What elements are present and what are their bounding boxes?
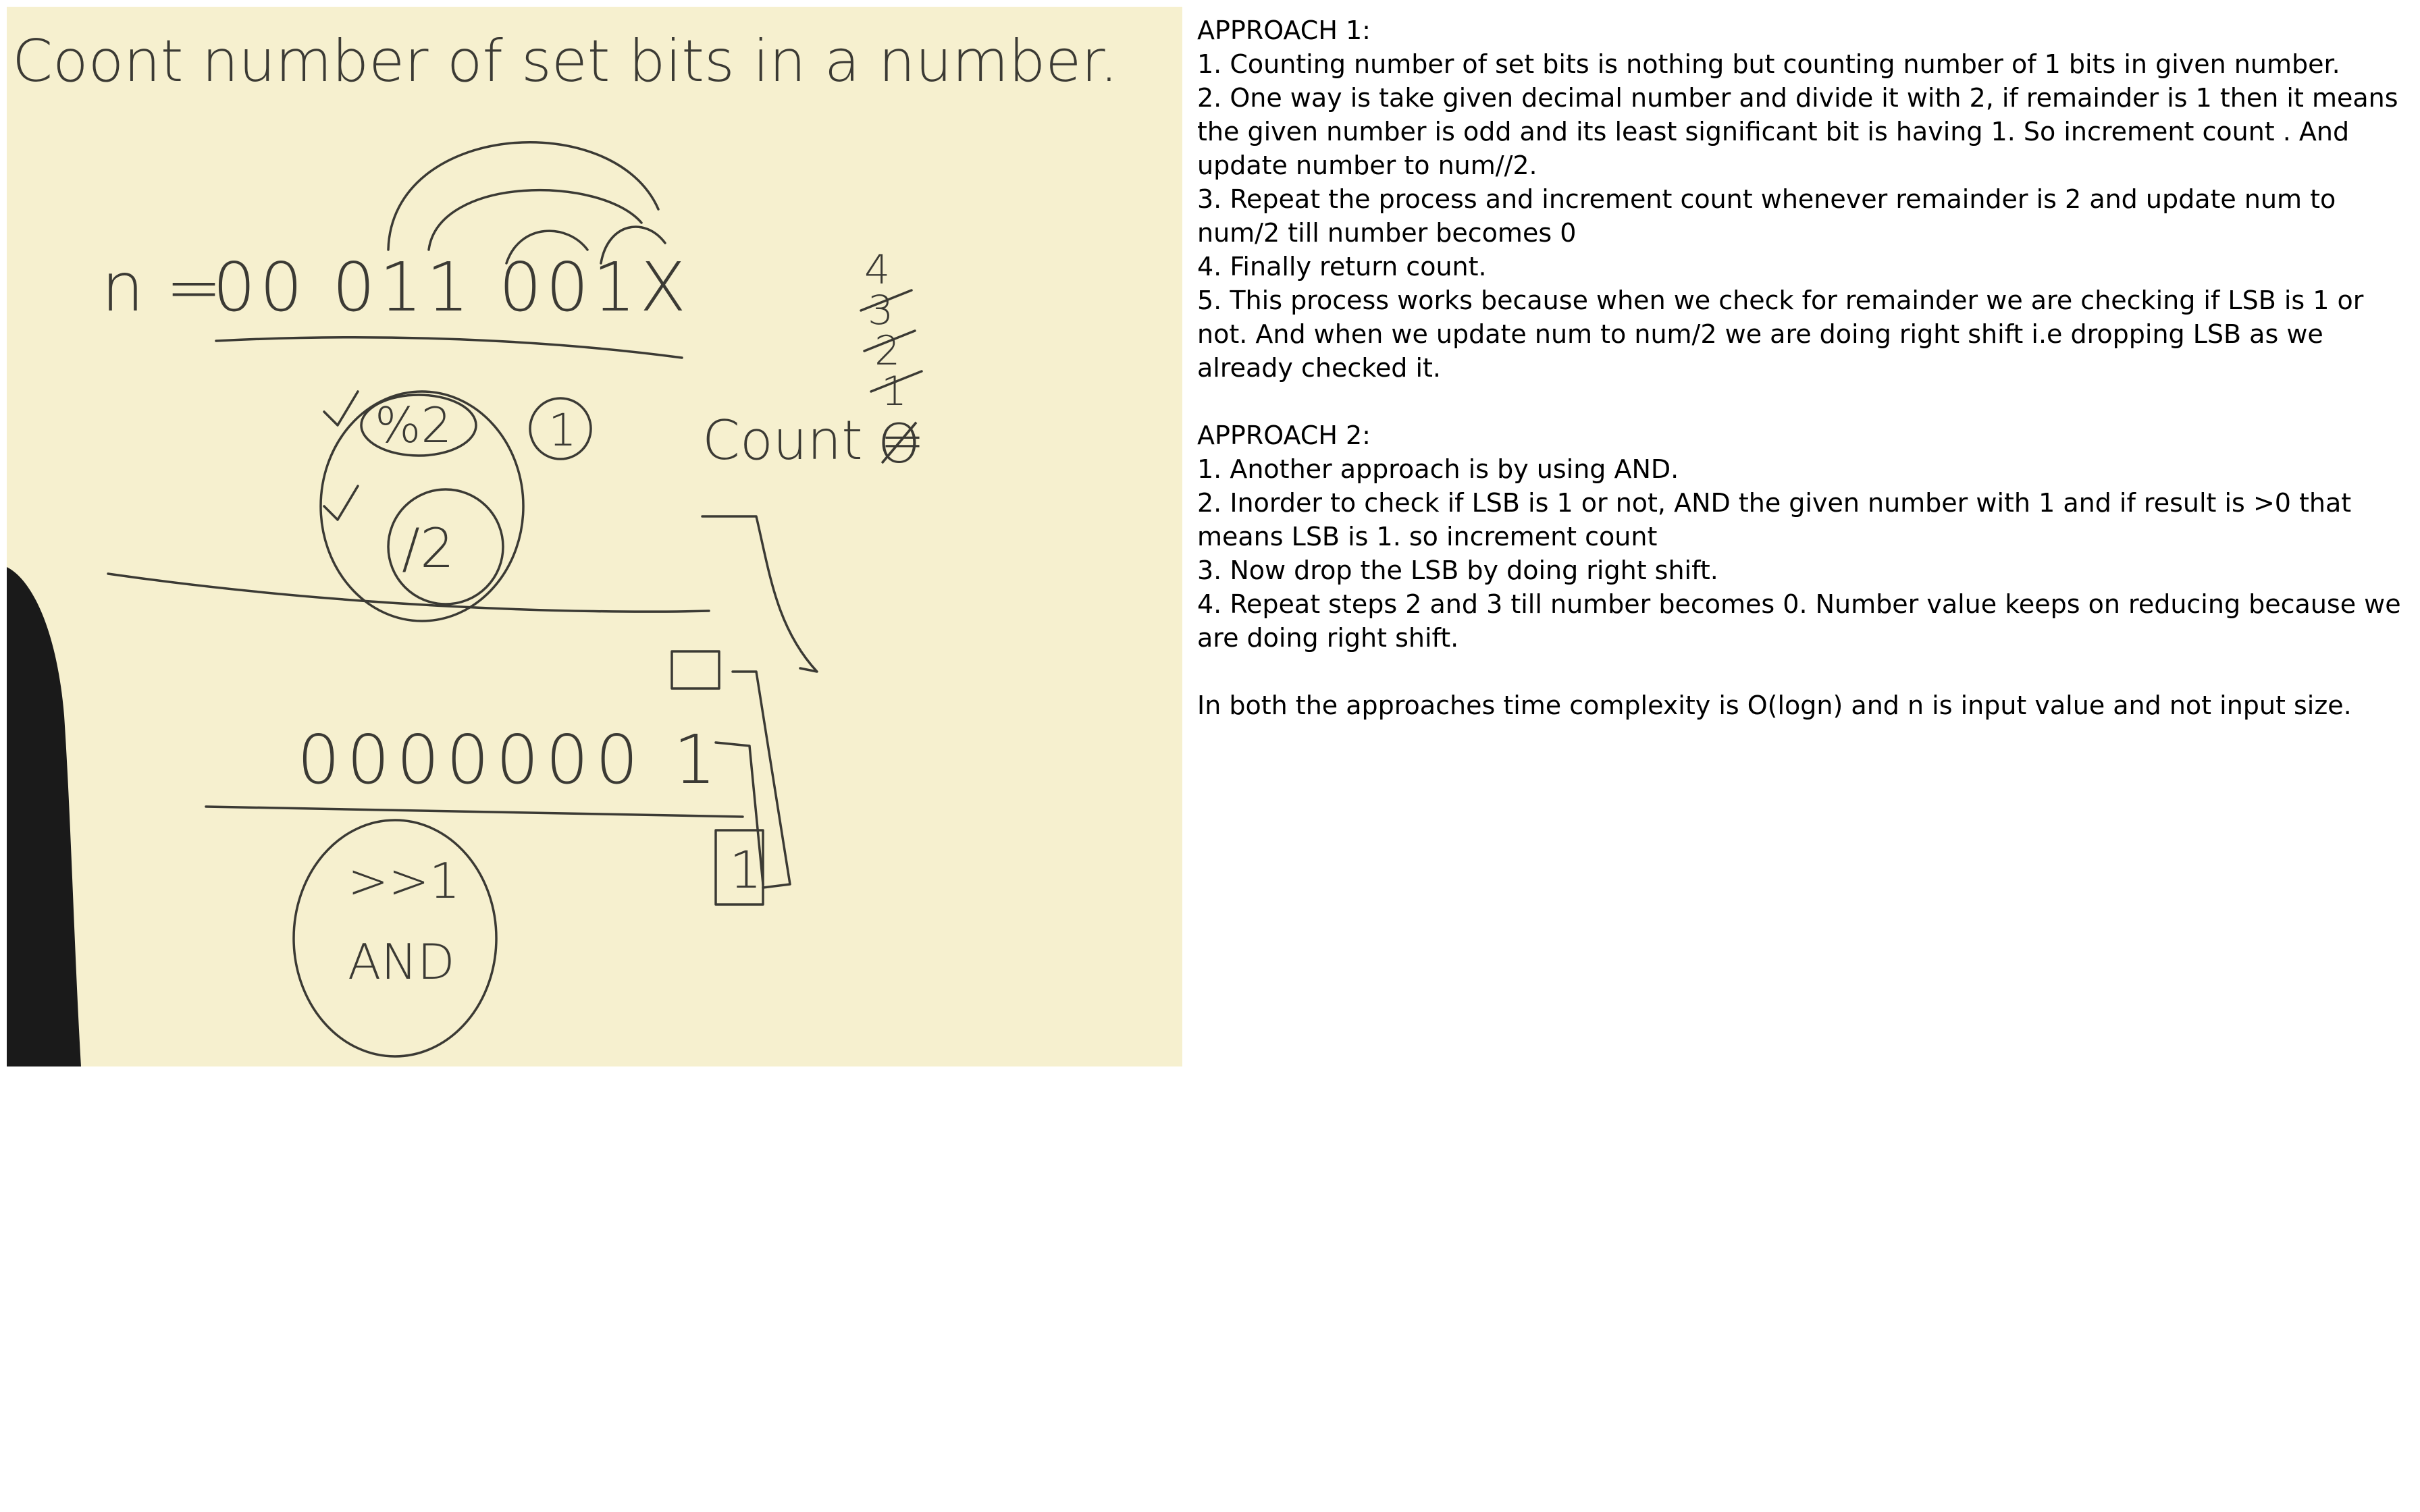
- box-value: 1: [729, 840, 762, 900]
- check-marks: [323, 390, 359, 521]
- approach2-item-2: 2. Inorder to check if LSB is 1 or not, …: [1197, 488, 2352, 551]
- mod-div-loop: [319, 390, 525, 622]
- spacer: [1197, 655, 2409, 688]
- carry-arc-tiny: [600, 225, 666, 265]
- tally-4: 4: [864, 246, 890, 294]
- approach2-item-1: 1. Another approach is by using AND.: [1197, 454, 1679, 484]
- op-one: 1: [548, 404, 577, 456]
- bits-row: 0000000 1: [297, 720, 723, 799]
- carry-arc-small: [505, 230, 589, 265]
- op-mod: %2: [375, 397, 452, 454]
- whiteboard-image: Coont number of set bits in a number. n …: [7, 7, 1182, 1066]
- divider-line: [107, 572, 710, 613]
- board-title: Coont number of set bits in a number.: [12, 28, 1118, 95]
- n-bits: 00 011 001X: [213, 248, 690, 327]
- bits-underline: [205, 805, 744, 818]
- conclusion: In both the approaches time complexity i…: [1197, 691, 2352, 720]
- approach1-item-1: 1. Counting number of set bits is nothin…: [1197, 49, 2340, 79]
- n-label: n =: [101, 248, 222, 327]
- approach2-item-4: 4. Repeat steps 2 and 3 till number beco…: [1197, 589, 2401, 653]
- mod-circle: [360, 394, 477, 457]
- small-square: [670, 650, 720, 690]
- approach1-heading: APPROACH 1:: [1197, 16, 1371, 45]
- count-value: Ø: [878, 412, 920, 475]
- approach1-item-4: 4. Finally return count.: [1197, 252, 1487, 281]
- spacer: [1197, 385, 2409, 418]
- and-op: AND: [348, 934, 455, 990]
- tally-strike: [860, 289, 923, 393]
- shift-and-circle: [292, 819, 498, 1058]
- shift-op: >>1: [348, 853, 460, 909]
- div-circle: [387, 488, 504, 605]
- bracket-right: [701, 515, 818, 673]
- op-div: /2: [402, 517, 454, 580]
- notes-panel: APPROACH 1: 1. Counting number of set bi…: [1197, 14, 2409, 722]
- approach1-item-3: 3. Repeat the process and increment coun…: [1197, 184, 2336, 248]
- carry-arc-medium: [427, 188, 643, 251]
- tally-1: 1: [881, 368, 907, 415]
- tally-3: 3: [868, 287, 893, 334]
- carry-arc-large: [387, 140, 660, 251]
- count-label: Count =: [702, 409, 925, 472]
- approach2-item-3: 3. Now drop the LSB by doing right shift…: [1197, 556, 1718, 585]
- approach1-item-5: 5. This process works because when we ch…: [1197, 286, 2364, 383]
- bits-bracket: [714, 670, 791, 889]
- person-silhouette: [7, 567, 81, 1066]
- approach2-heading: APPROACH 2:: [1197, 421, 1371, 450]
- result-box: [714, 829, 764, 906]
- tally-2: 2: [874, 327, 900, 375]
- one-circle: [529, 397, 592, 460]
- whiteboard-drawing: Coont number of set bits in a number. n …: [7, 28, 1118, 1066]
- approach1-item-2: 2. One way is take given decimal number …: [1197, 83, 2398, 180]
- n-underline: [215, 336, 683, 359]
